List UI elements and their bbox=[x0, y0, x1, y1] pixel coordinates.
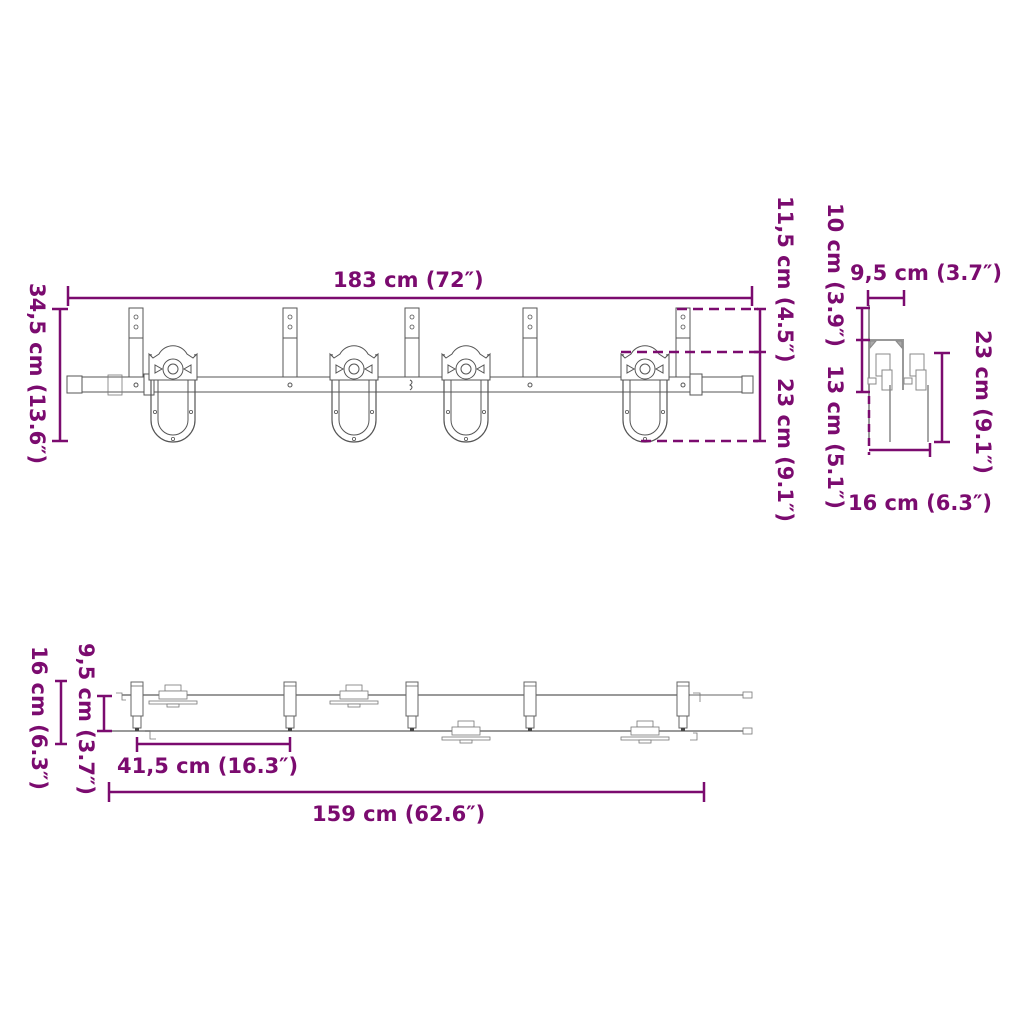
front-height-label: 34,5 cm (13.6″) bbox=[25, 283, 49, 465]
top-spacing-label: 41,5 cm (16.3″) bbox=[117, 754, 299, 778]
side-hanger-height-label: 23 cm (9.1″) bbox=[971, 330, 995, 474]
side-top-width-label: 9,5 cm (3.7″) bbox=[850, 261, 1002, 285]
side-view-drawing bbox=[867, 305, 929, 442]
top-view-drawing bbox=[108, 681, 753, 744]
top-depth-label: 16 cm (6.3″) bbox=[27, 646, 51, 790]
top-rail-gap-label: 9,5 cm (3.7″) bbox=[74, 643, 98, 795]
side-bracket-height-label: 10 cm (3.9″) bbox=[823, 203, 847, 347]
side-bottom-width-label: 16 cm (6.3″) bbox=[848, 491, 992, 515]
front-hanger-label: 23 cm (9.1″) bbox=[773, 378, 797, 522]
front-width-label: 183 cm (72″) bbox=[333, 268, 484, 292]
front-view-dimensions bbox=[52, 286, 766, 443]
top-length-label: 159 cm (62.6″) bbox=[312, 802, 486, 826]
front-bracket-label: 11,5 cm (4.5″) bbox=[773, 196, 797, 363]
front-view-drawing bbox=[66, 307, 754, 443]
side-offset-label: 13 cm (5.1″) bbox=[823, 365, 847, 509]
side-view-dimensions bbox=[856, 290, 950, 457]
top-view-dimensions bbox=[55, 679, 706, 802]
